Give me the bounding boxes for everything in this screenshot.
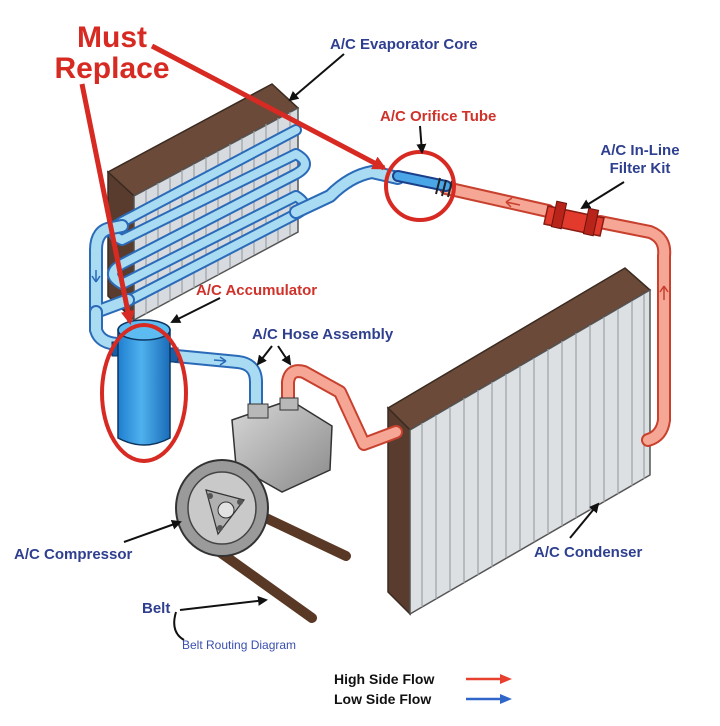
belt-routing-label: Belt Routing Diagram xyxy=(182,638,297,652)
orifice-tube xyxy=(392,170,453,198)
accumulator-label: A/C Accumulator xyxy=(196,282,318,299)
compressor-label: A/C Compressor xyxy=(14,546,133,563)
belt-label: Belt xyxy=(142,600,171,617)
legend-low-label: Low Side Flow xyxy=(334,691,432,707)
accumulator-highlight-ellipse xyxy=(100,323,188,463)
must-replace-arrow-accumulator xyxy=(79,83,135,325)
leader-lines xyxy=(123,53,625,641)
callout-line-1: Must xyxy=(77,21,147,54)
filter-label-line-1: A/C In-Line xyxy=(600,142,680,159)
hose-label: A/C Hose Assembly xyxy=(252,326,394,343)
condenser xyxy=(386,267,652,616)
orifice-label: A/C Orifice Tube xyxy=(380,108,497,125)
compressor xyxy=(175,397,351,623)
evaporator-label: A/C Evaporator Core xyxy=(330,36,478,53)
accumulator xyxy=(111,319,179,446)
high-side-lines xyxy=(281,181,672,451)
must-replace-arrow-orifice xyxy=(150,43,387,171)
legend-high-label: High Side Flow xyxy=(334,671,435,687)
condenser-label: A/C Condenser xyxy=(534,544,643,561)
inline-filter xyxy=(543,200,605,237)
callout-text: Must Replace xyxy=(42,22,182,84)
legend-high-arrowhead xyxy=(500,674,512,684)
filter-label-line-2: Filter Kit xyxy=(609,160,671,177)
filter-label: A/C In-Line Filter Kit xyxy=(590,142,690,178)
legend-low-arrowhead xyxy=(500,694,512,704)
callout-line-2: Replace xyxy=(54,52,170,85)
